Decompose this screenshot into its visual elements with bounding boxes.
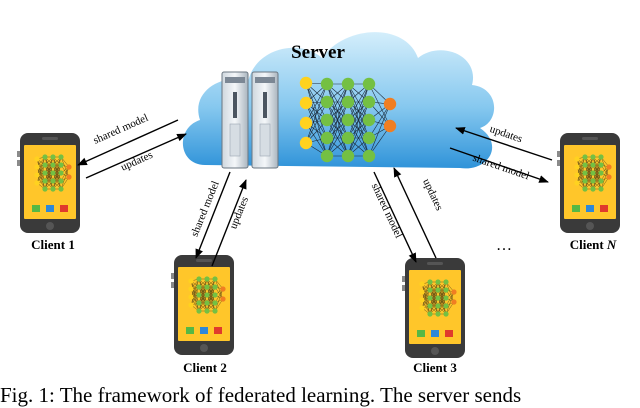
network-edge bbox=[347, 101, 370, 157]
client-2-label: Client 2 bbox=[183, 360, 227, 375]
network-edge bbox=[326, 83, 349, 139]
network-node bbox=[299, 96, 313, 110]
ellipsis: … bbox=[496, 237, 512, 254]
client2-updates-label: updates bbox=[227, 195, 251, 231]
client1-shared-model-label: shared model bbox=[91, 112, 150, 147]
server-neural-network-icon bbox=[299, 76, 397, 163]
network-edge bbox=[326, 83, 349, 121]
client3-shared-model-label: shared model bbox=[369, 181, 405, 240]
network-edge bbox=[305, 122, 328, 157]
network-edge bbox=[326, 119, 349, 157]
network-edge bbox=[368, 83, 391, 127]
client-2-phone-icon bbox=[171, 255, 234, 355]
network-node bbox=[320, 113, 334, 127]
client-n-label: Client N bbox=[570, 237, 617, 252]
client-3-phone-icon bbox=[402, 258, 465, 358]
client1-updates-label: updates bbox=[119, 149, 155, 174]
client2-updates-arrow bbox=[211, 179, 247, 267]
network-edge bbox=[305, 102, 328, 157]
network-node bbox=[320, 77, 334, 91]
figure-caption: Fig. 1: The framework of federated learn… bbox=[0, 383, 522, 407]
network-edge bbox=[305, 82, 328, 139]
network-node bbox=[362, 77, 376, 91]
clientN-shared-model-label: shared model bbox=[471, 152, 531, 183]
network-node bbox=[299, 76, 313, 90]
client-1-phone-icon bbox=[17, 133, 80, 233]
network-node bbox=[320, 95, 334, 109]
network-node bbox=[383, 119, 397, 133]
network-node bbox=[383, 97, 397, 111]
client-n-phone-icon bbox=[557, 133, 620, 233]
client2-shared-model-arrow bbox=[195, 171, 231, 259]
client-3-label: Client 3 bbox=[413, 360, 457, 375]
network-node bbox=[341, 95, 355, 109]
network-edge bbox=[305, 101, 328, 144]
network-edge bbox=[347, 83, 370, 157]
client-n-label-text: Client bbox=[570, 237, 607, 252]
client1-shared-model-arrow bbox=[77, 119, 179, 166]
network-edge bbox=[305, 82, 328, 157]
clientN-updates-label: updates bbox=[488, 123, 524, 145]
network-node bbox=[362, 131, 376, 145]
network-node bbox=[320, 131, 334, 145]
client3-updates-arrow bbox=[393, 167, 437, 259]
network-node bbox=[320, 149, 334, 163]
network-node bbox=[362, 113, 376, 127]
network-edge bbox=[347, 119, 370, 157]
network-edge bbox=[305, 83, 328, 144]
client1-updates-arrow bbox=[85, 133, 187, 179]
network-edge bbox=[305, 102, 328, 139]
arrows bbox=[77, 119, 553, 267]
client3-updates-label: updates bbox=[420, 177, 445, 213]
network-node bbox=[362, 95, 376, 109]
network-edge bbox=[305, 83, 328, 124]
clientN-shared-model-arrow bbox=[449, 147, 549, 183]
network-edge bbox=[347, 83, 370, 139]
network-edge bbox=[368, 103, 391, 139]
network-edge bbox=[305, 82, 328, 121]
clientN-updates-arrow bbox=[455, 127, 553, 161]
network-node bbox=[341, 149, 355, 163]
client-1-label: Client 1 bbox=[31, 237, 75, 252]
network-node bbox=[341, 131, 355, 145]
network-edge bbox=[368, 103, 391, 157]
network-node bbox=[299, 116, 313, 130]
client3-shared-model-arrow bbox=[373, 171, 417, 263]
network-edge bbox=[326, 101, 349, 157]
client2-shared-model-label: shared model bbox=[189, 179, 222, 238]
network-node bbox=[299, 136, 313, 150]
network-edge bbox=[326, 83, 349, 157]
server-label: Server bbox=[291, 42, 345, 63]
server-rack-icon bbox=[221, 71, 279, 169]
network-edge bbox=[347, 83, 370, 121]
network-node bbox=[341, 77, 355, 91]
network-node bbox=[341, 113, 355, 127]
network-node bbox=[362, 149, 376, 163]
client-n-label-italic: N bbox=[606, 237, 617, 252]
